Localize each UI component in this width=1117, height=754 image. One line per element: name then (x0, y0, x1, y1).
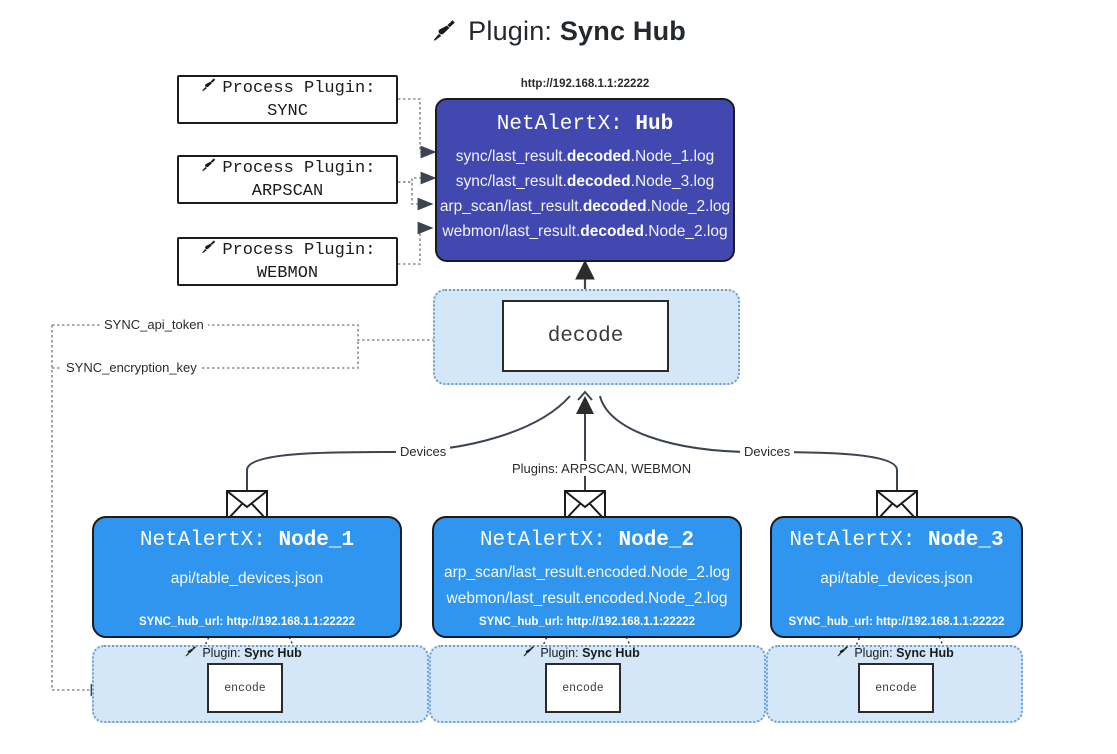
process-plugin-box-sync[interactable]: Process Plugin: SYNC (177, 75, 398, 124)
plug-icon (184, 646, 200, 660)
node-box-node-3[interactable]: NetAlertX: Node_3 api/table_devices.json… (770, 516, 1023, 638)
node-hub-url-label: SYNC_hub_url: http://192.168.1.1:22222 (788, 616, 1005, 628)
envelope-icon (564, 490, 606, 526)
hub-node[interactable]: NetAlertX: Hub sync/last_result.decoded.… (435, 98, 735, 262)
plug-icon (200, 158, 222, 176)
node-hub-url-label: SYNC_hub_url: http://192.168.1.1:22222 (478, 616, 696, 628)
encode-box-node-2[interactable]: encode (545, 663, 621, 713)
envelope-icon (226, 490, 268, 526)
node-title: NetAlertX: Node_1 (139, 529, 355, 552)
process-plugin-name: SYNC (267, 102, 308, 121)
node-line: api/table_devices.json (170, 570, 324, 587)
process-plugin-box-arpscan[interactable]: Process Plugin: ARPSCAN (177, 155, 398, 204)
encode-box-node-1[interactable]: encode (207, 663, 283, 713)
sync-hub-plugin-label: Plugin: Sync Hub (184, 645, 302, 660)
edge-label-devices-right: Devices (740, 444, 795, 459)
process-plugin-box-webmon[interactable]: Process Plugin: WEBMON (177, 237, 398, 286)
plug-icon (200, 78, 222, 96)
sync-api-token-label: SYNC_api_token (100, 317, 208, 332)
plug-icon (431, 20, 464, 48)
encode-box-node-3[interactable]: encode (858, 663, 934, 713)
sync-hub-plugin-label: Plugin: Sync Hub (522, 645, 640, 660)
plug-icon (836, 646, 852, 660)
page-title: Plugin: Sync Hub (0, 16, 1117, 47)
envelope-icon (876, 490, 918, 526)
node-hub-url-label: SYNC_hub_url: http://192.168.1.1:22222 (138, 616, 356, 628)
sync-hub-plugin-label: Plugin: Sync Hub (836, 645, 954, 660)
process-plugin-name: ARPSCAN (251, 182, 324, 201)
node-title: NetAlertX: Node_3 (789, 529, 1004, 552)
decode-box[interactable]: decode (502, 300, 669, 372)
node-line: arp_scan/last_result.encoded.Node_2.log (443, 564, 731, 581)
hub-title: NetAlertX: Hub (496, 113, 674, 136)
process-plugin-label: Process Plugin: (222, 79, 376, 98)
plug-icon (522, 646, 538, 660)
edge-label-plugins-center: Plugins: ARPSCAN, WEBMON (508, 461, 696, 476)
process-plugin-label: Process Plugin: (222, 241, 376, 260)
node-line: webmon/last_result.encoded.Node_2.log (446, 590, 728, 607)
plug-icon (200, 240, 222, 258)
hub-url-label: http://192.168.1.1:22222 (520, 78, 650, 90)
node-line: api/table_devices.json (820, 570, 973, 587)
hub-logline: arp_scan/last_result.decoded.Node_2.log (439, 198, 731, 215)
title-name: Sync Hub (559, 16, 686, 46)
node-box-node-2[interactable]: NetAlertX: Node_2 arp_scan/last_result.e… (432, 516, 742, 638)
title-prefix: Plugin: (468, 16, 553, 46)
hub-logline: sync/last_result.decoded.Node_1.log (455, 148, 715, 165)
node-title: NetAlertX: Node_2 (479, 529, 695, 552)
sync-encryption-key-label: SYNC_encryption_key (62, 360, 201, 375)
process-plugin-label: Process Plugin: (222, 159, 376, 178)
edge-label-devices-left: Devices (396, 444, 451, 459)
process-plugin-name: WEBMON (256, 264, 319, 283)
hub-logline: sync/last_result.decoded.Node_3.log (455, 173, 715, 190)
node-box-node-1[interactable]: NetAlertX: Node_1 api/table_devices.json… (92, 516, 402, 638)
hub-loglines: sync/last_result.decoded.Node_1.log sync… (437, 144, 733, 244)
hub-logline: webmon/last_result.decoded.Node_2.log (442, 223, 728, 240)
